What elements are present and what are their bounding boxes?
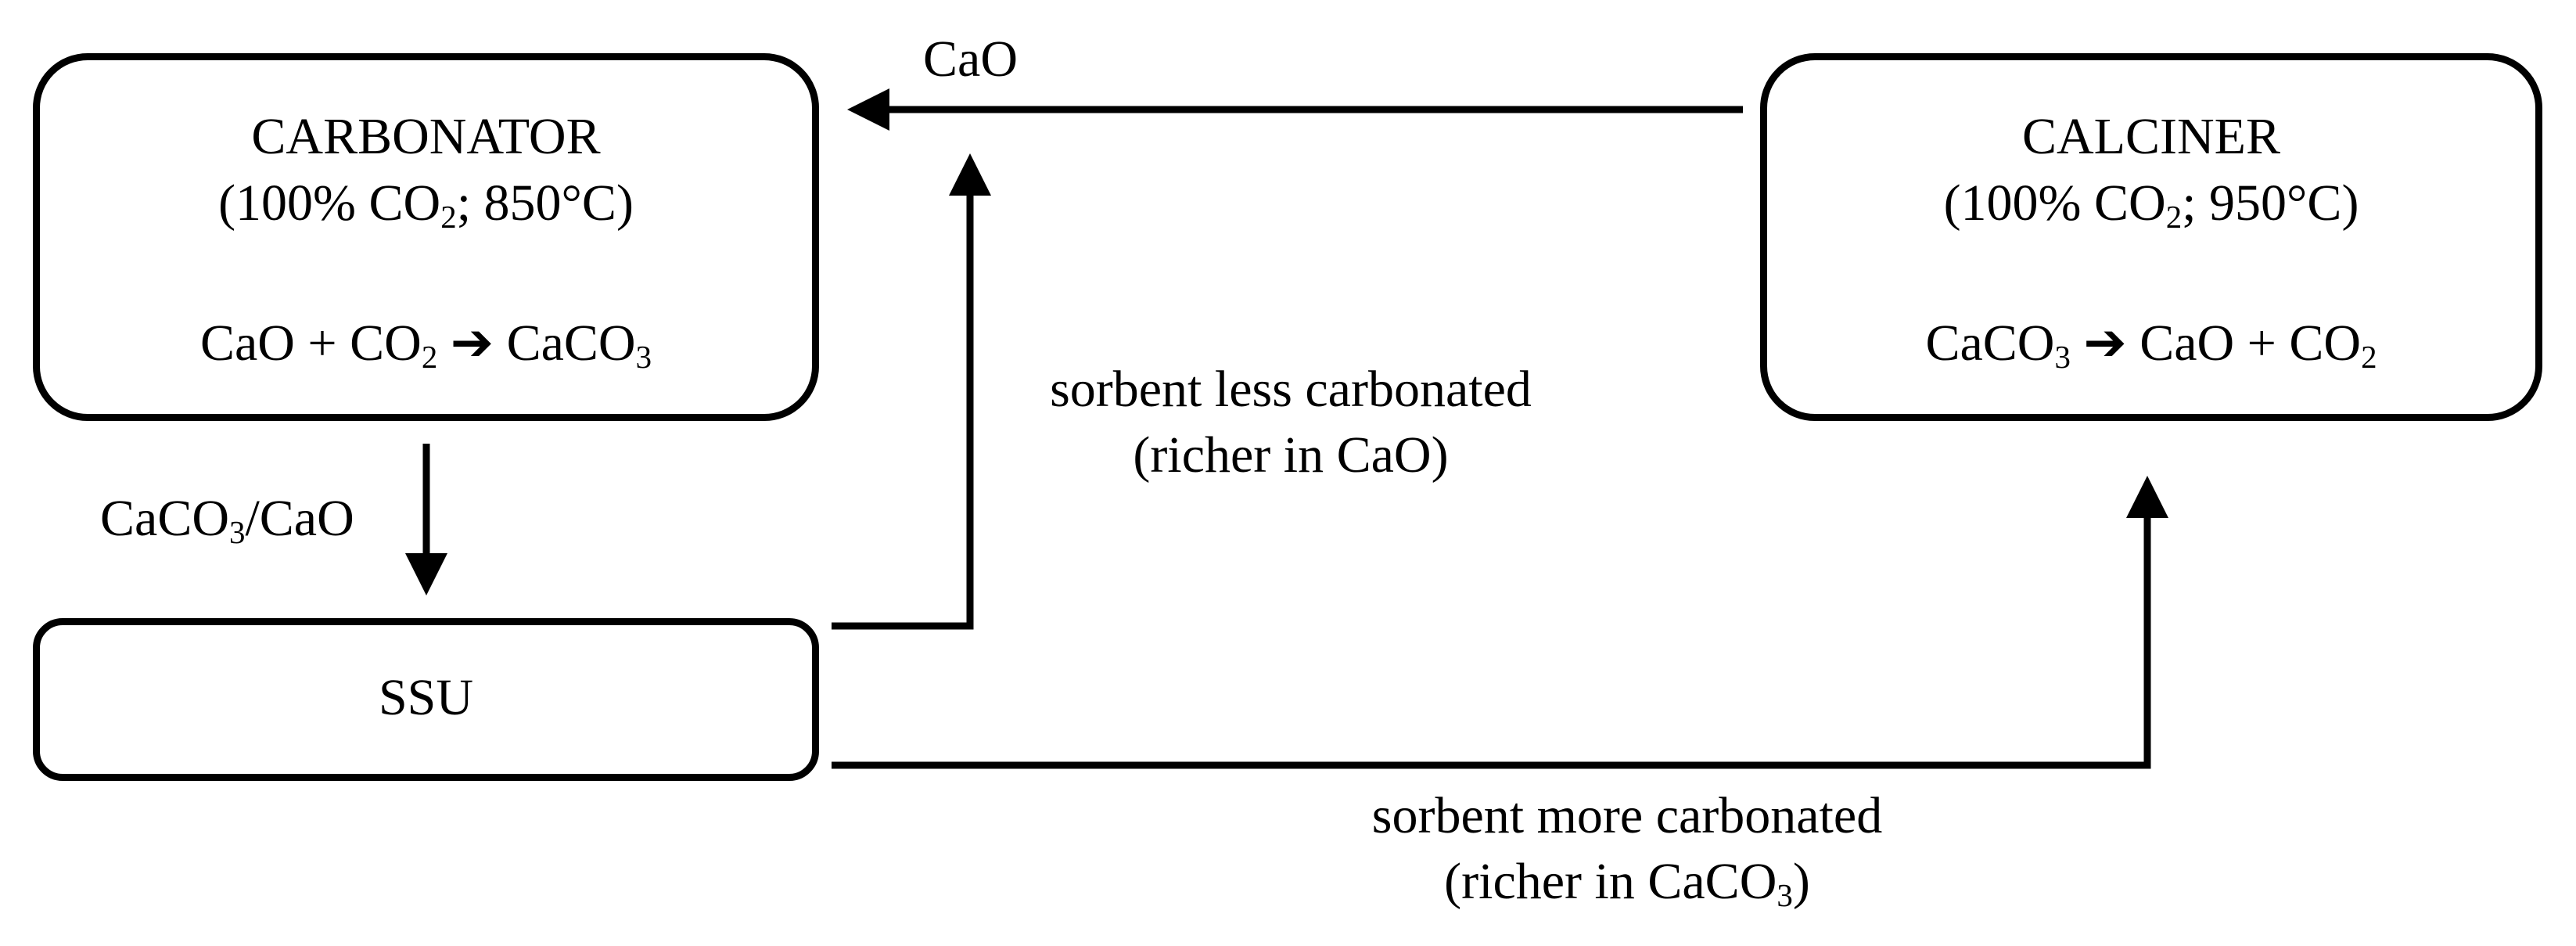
carbonator-title: CARBONATOR [251,108,601,165]
ssu-box: SSU [33,618,819,781]
carbonator-reaction: CaO + CO2 ➔ CaCO3 [199,315,652,376]
calciner-box: CALCINER (100% CO2; 950°C) CaCO3 ➔ CaO +… [1760,53,2542,421]
ssu-title: SSU [378,669,474,726]
calciner-title: CALCINER [2022,108,2280,165]
less-carbonated-arrow [832,153,991,630]
less-carbonated-label: sorbent less carbonated (richer in CaO) [1050,361,1532,484]
reaction-arrow-icon: ➔ [450,315,494,372]
reaction-arrow-icon: ➔ [2083,315,2127,372]
carbonator-box: CARBONATOR (100% CO2; 850°C) CaO + CO2 ➔… [33,53,819,421]
calciner-conditions: (100% CO2; 950°C) [1943,174,2359,236]
more-carbonated-arrow [832,476,2168,769]
calciner-reaction: CaCO3 ➔ CaO + CO2 [1925,315,2377,376]
carbonator-conditions: (100% CO2; 850°C) [218,174,634,236]
cao-return-label: CaO [923,31,1018,88]
carbonator-to-ssu-label: CaCO3/CaO [100,490,354,551]
more-carbonated-label: sorbent more carbonated (richer in CaCO3… [1371,787,1883,914]
